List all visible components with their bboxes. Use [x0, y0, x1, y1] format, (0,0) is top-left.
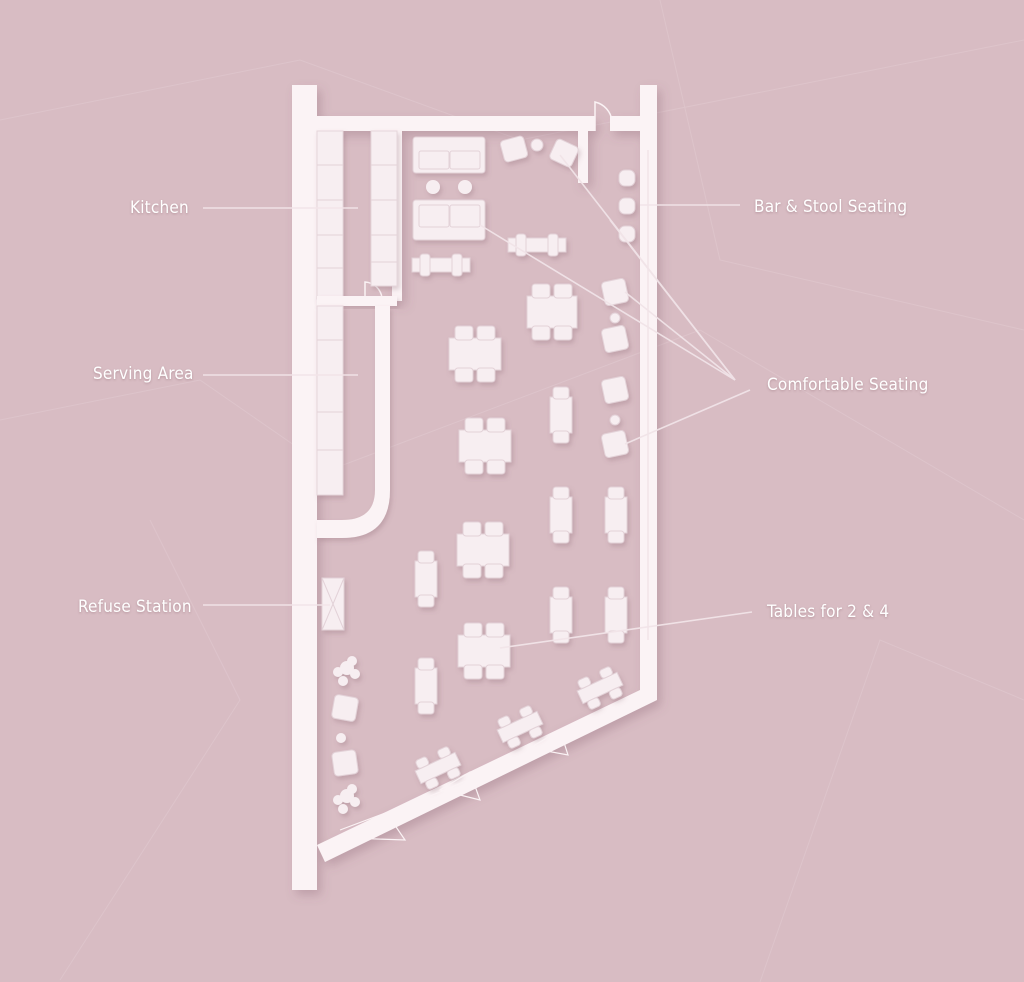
- serving-counter: [316, 305, 344, 496]
- armchairs-top: [499, 135, 579, 168]
- sofa-side-tables: [426, 180, 472, 194]
- plant-icon: [333, 656, 360, 686]
- leader-lines: [203, 154, 753, 649]
- serving-curve: [317, 306, 390, 538]
- door-swings: [364, 101, 613, 300]
- tables-leader: [499, 611, 753, 649]
- sofa-bottom: [412, 199, 486, 241]
- kitchen-partition: [317, 296, 397, 306]
- tables: [411, 233, 628, 790]
- label-tables: Tables for 2 & 4: [767, 602, 890, 622]
- plant-icon: [333, 784, 360, 814]
- label-comfortable-seating: Comfortable Seating: [767, 375, 929, 395]
- kitchen-counters: [316, 130, 398, 300]
- bar-stools: [618, 169, 636, 243]
- label-serving-area: Serving Area: [93, 364, 194, 384]
- lounge-left: [331, 656, 360, 814]
- armchairs-right: [601, 278, 629, 458]
- label-refuse-station: Refuse Station: [78, 597, 192, 617]
- kitchen-counter-dividers: [317, 164, 397, 269]
- comfortable-seating-leaders: [479, 154, 751, 445]
- label-bar-stool-seating: Bar & Stool Seating: [754, 197, 908, 217]
- refuse-station: [321, 577, 345, 631]
- sofa-top: [412, 136, 486, 174]
- walls: [292, 85, 657, 890]
- front-window: [339, 719, 601, 841]
- label-kitchen: Kitchen: [130, 198, 189, 218]
